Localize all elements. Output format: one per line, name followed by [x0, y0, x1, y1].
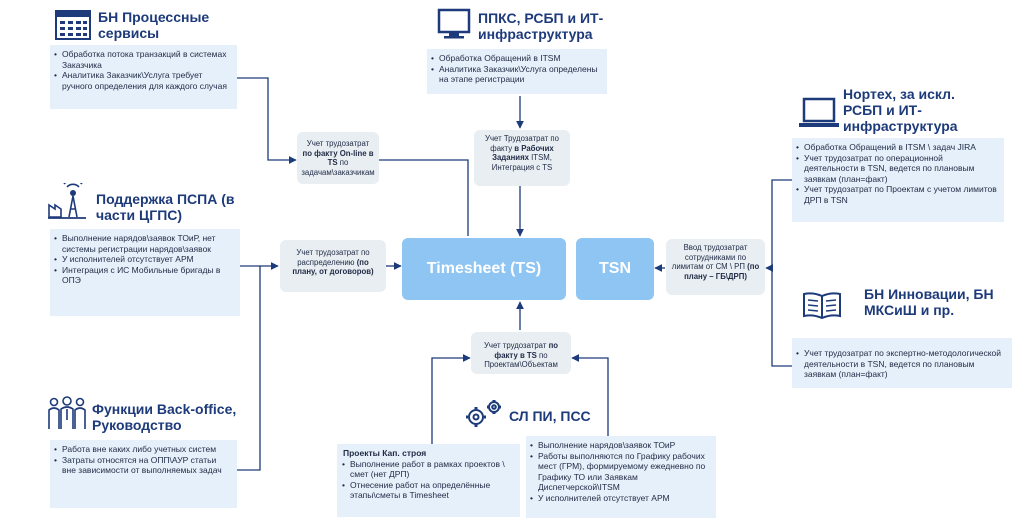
line-online-ts: [378, 159, 469, 236]
list-item: У исполнителей отсутствует АРМ: [54, 254, 235, 265]
list-item: Обработка потока транзакций в системах З…: [54, 49, 232, 70]
kap-box: Проекты Кап. строя Выполнение работ в ра…: [337, 444, 520, 517]
list-item: Работы выполняются по Графику рабочих ме…: [530, 451, 711, 493]
book-icon: [802, 290, 842, 325]
list-item: Отнесение работ на определённые этапы\см…: [342, 480, 515, 501]
kap-heading: Проекты Кап. строя: [343, 448, 427, 458]
pspa-box: Выполнение нарядов\заявок ТОиР, нет сист…: [50, 229, 240, 316]
list-item: Учет трудозатрат по операционной деятель…: [796, 153, 999, 185]
line-slpi: [571, 354, 609, 436]
distrib-box: Учет трудозатрат по распределению (по пл…: [280, 240, 386, 292]
list-item: Обработка Обращений в ITSM: [431, 53, 602, 64]
list-item: Аналитика Заказчик\Услуга требует ручног…: [54, 70, 232, 91]
list-item: Обработка Обращений в ITSM \ задач JIRA: [796, 142, 999, 153]
innov-box: Учет трудозатрат по экспертно-методологи…: [792, 338, 1012, 388]
nortex-title: Нортех, за искл. РСБП и ИТ-инфраструктур…: [843, 86, 958, 134]
list-item: Затраты относятся на ОПП\АУР статьи вне …: [54, 455, 232, 476]
laptop-icon: [798, 96, 840, 135]
timesheet-box: Timesheet (TS): [402, 238, 566, 300]
line-kap: [431, 354, 471, 450]
line-bn-process: [237, 77, 297, 164]
bn-process-title: БН Процессные сервисы: [98, 9, 210, 41]
tasks-box: Учет Трудозатрат по факту в Рабочих Зада…: [474, 130, 570, 186]
bn-process-box: Обработка потока транзакций в системах З…: [50, 45, 237, 109]
factory-tower-icon: [47, 179, 87, 226]
backoffice-box: Работа вне каких либо учетных систем Зат…: [50, 440, 237, 508]
slpi-title: СЛ ПИ, ПСС: [509, 408, 591, 424]
people-group-icon: [46, 396, 88, 435]
fact-box: Учет трудозатрат по факту в TS по Проект…: [471, 332, 571, 374]
list-item: Интеграция с ИС Мобильные бригады в ОПЭ: [54, 265, 235, 286]
limits-box: Ввод трудозатрат сотрудниками по лимитам…: [666, 239, 765, 295]
slpi-box: Выполнение нарядов\заявок ТОиР Работы вы…: [526, 436, 716, 518]
list-item: Аналитика Заказчик\Услуга определены на …: [431, 64, 602, 85]
nortex-box: Обработка Обращений в ITSM \ задач JIRA …: [792, 138, 1004, 222]
list-item: Выполнение нарядов\заявок ТОиР, нет сист…: [54, 233, 235, 254]
tsn-box: TSN: [576, 238, 654, 300]
pspa-title: Поддержка ПСПА (в части ЦГПС): [96, 191, 235, 223]
list-item: Учет трудозатрат по Проектам с учетом ли…: [796, 184, 999, 205]
monitor-icon: [437, 8, 471, 45]
ppks-title: ППКС, РСБП и ИТ-инфраструктура: [478, 10, 604, 42]
ppks-box: Обработка Обращений в ITSM Аналитика Зак…: [427, 49, 607, 94]
list-item: Выполнение работ в рамках проектов \ сме…: [342, 459, 515, 480]
online-box: Учет трудозатрат по факту On-line в TS п…: [297, 132, 379, 184]
list-item: Работа вне каких либо учетных систем: [54, 444, 232, 455]
list-item: У исполнителей отсутствует АРМ: [530, 493, 711, 504]
calculator-icon: [55, 10, 91, 45]
list-item: Учет трудозатрат по экспертно-методологи…: [796, 348, 1007, 380]
line-backoffice: [237, 262, 279, 471]
backoffice-title: Функции Back-office, Руководство: [92, 401, 237, 433]
list-item: Выполнение нарядов\заявок ТОиР: [530, 440, 711, 451]
innov-title: БН Инновации, БН МКСиШ и пр.: [864, 286, 994, 318]
gears-icon: [463, 398, 505, 435]
line-nortex: [771, 179, 792, 367]
